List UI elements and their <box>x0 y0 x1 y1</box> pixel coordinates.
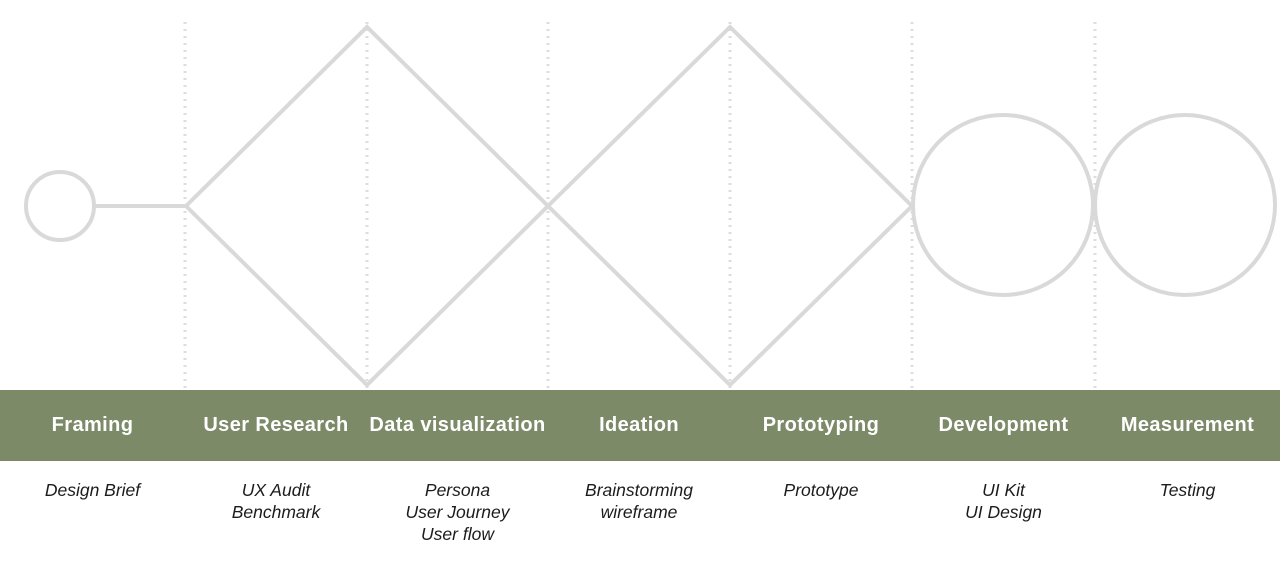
process-diagram <box>24 22 1277 390</box>
deliverables-development: UI Kit UI Design <box>965 480 1042 522</box>
phase-label-framing: Framing <box>51 414 134 436</box>
process-diagram-svg <box>24 22 1277 390</box>
development-circle <box>911 113 1095 297</box>
phase-banner: Framing User Research Data visualization… <box>0 390 1280 461</box>
phase-label-prototyping: Prototyping <box>762 414 880 436</box>
start-circle <box>24 170 96 242</box>
phase-label-ideation: Ideation <box>599 414 679 436</box>
deliverables-ideation: Brainstorming wireframe <box>585 480 693 522</box>
phase-label-user-research: User Research <box>203 414 349 436</box>
deliverables-data-visualization: Persona User Journey User flow <box>405 480 510 544</box>
deliverables-user-research: UX Audit Benchmark <box>231 480 321 522</box>
measurement-circle <box>1093 113 1277 297</box>
phase-label-measurement: Measurement <box>1120 414 1255 436</box>
phase-label-development: Development <box>938 414 1069 436</box>
phase-label-data-visualization: Data visualization <box>369 414 546 436</box>
deliverables-framing: Design Brief <box>44 480 141 500</box>
deliverables-prototyping: Prototype <box>783 480 859 500</box>
deliverables-row: Design Brief UX Audit Benchmark Persona … <box>0 461 1280 545</box>
deliverables-measurement: Testing <box>1159 480 1216 500</box>
